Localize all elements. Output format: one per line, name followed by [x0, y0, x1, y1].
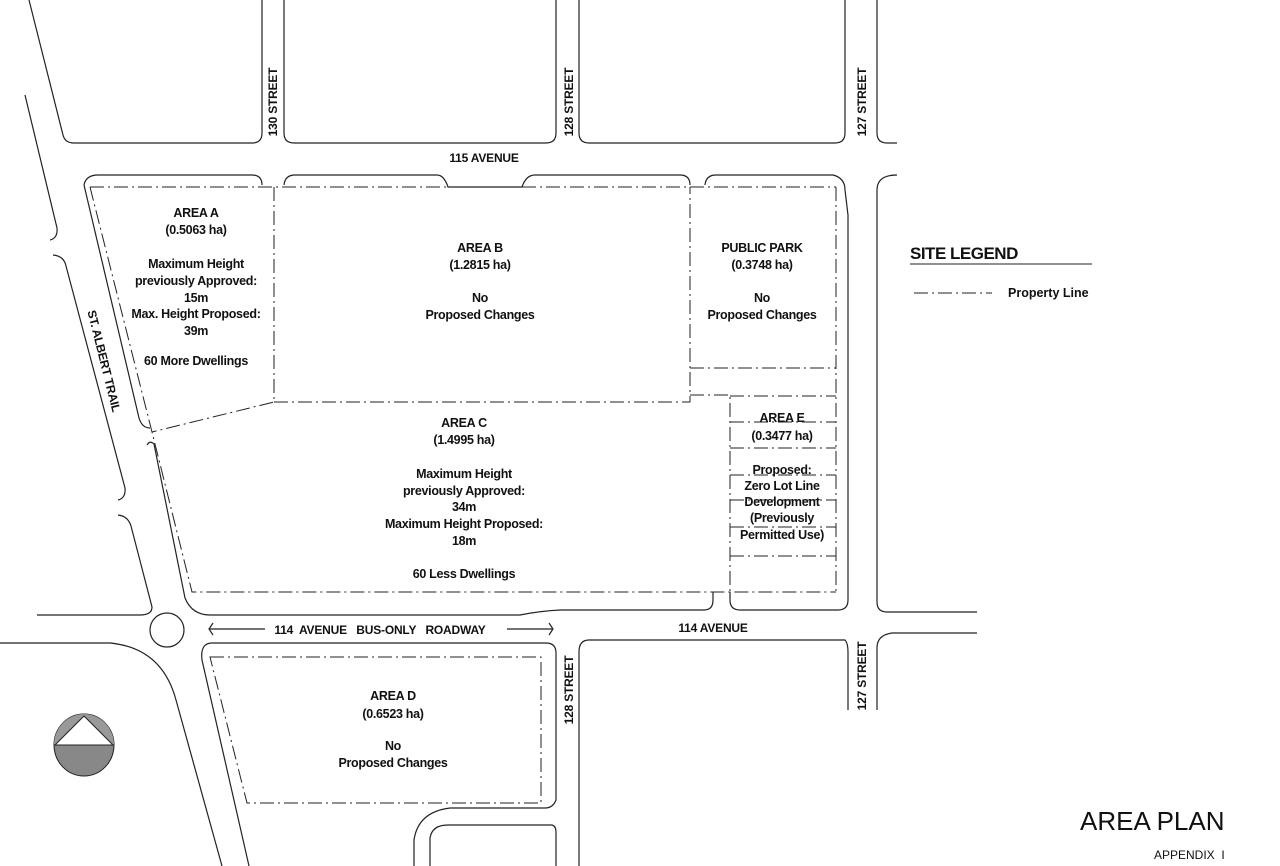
area-e-line: (Previously [750, 511, 814, 525]
area-label-a: AREA A (0.5063 ha) Maximum Height previousl… [131, 206, 260, 368]
area-a-line: (0.5063 ha) [165, 223, 226, 237]
area-c-line: AREA C [441, 416, 487, 430]
area-d-line: (0.6523 ha) [362, 707, 423, 721]
area-a-line: 60 More Dwellings [144, 354, 248, 368]
legend-item-property-line: Property Line [1008, 286, 1089, 300]
area-label-e: AREA E (0.3477 ha) Proposed: Zero Lot LineD… [740, 411, 824, 542]
street-label-bus-only-roadway: 114 AVENUE BUS-ONLY ROADWAY [274, 623, 485, 637]
area-park-line: PUBLIC PARK [721, 241, 802, 255]
area-c-line: Maximum Height [416, 467, 513, 481]
area-d-line: AREA D [370, 689, 416, 703]
area-park-line: No [754, 291, 771, 305]
bus-roadway-label: 114 AVENUE BUS-ONLY ROADWAY [208, 622, 554, 637]
area-c-line: 34m [452, 500, 476, 514]
area-e-line: Proposed: [752, 463, 811, 477]
area-b-line: Proposed Changes [425, 308, 534, 322]
area-a-line: Maximum Height [148, 257, 245, 271]
area-e-line: Zero Lot Line [744, 479, 820, 493]
area-c-line: 18m [452, 534, 476, 548]
area-d-line: No [385, 739, 402, 753]
plan-subtitle: APPENDIX I [1154, 848, 1225, 862]
area-a-line: previously Approved: [135, 274, 257, 288]
street-label-128-street-south: 128 STREET [562, 655, 576, 725]
area-label-c: AREA C (1.4995 ha) Maximum Height previousl… [385, 416, 543, 581]
legend-title: SITE LEGEND [910, 244, 1018, 263]
north-arrow-icon [53, 713, 115, 777]
area-b-line: AREA B [457, 241, 503, 255]
street-label-127-street-north: 127 STREET [855, 67, 869, 137]
area-c-line: 60 Less Dwellings [413, 567, 516, 581]
area-e-line: AREA E [760, 411, 805, 425]
street-label-128-street-north: 128 STREET [562, 67, 576, 137]
area-a-line: 15m [184, 291, 208, 305]
area-a-line: Max. Height Proposed: [131, 307, 260, 321]
street-label-114-avenue: 114 AVENUE [678, 621, 748, 635]
area-a-line: 39m [184, 324, 208, 338]
area-c-line: Maximum Height Proposed: [385, 517, 543, 531]
area-b-line: (1.2815 ha) [449, 258, 510, 272]
arrow-left-icon [208, 622, 265, 636]
area-park-line: (0.3748 ha) [731, 258, 792, 272]
plan-title: AREA PLAN [1080, 806, 1225, 836]
area-e-line: Permitted Use) [740, 528, 824, 542]
area-c-line: previously Approved: [403, 484, 525, 498]
area-park-line: Proposed Changes [707, 308, 816, 322]
street-label-127-street-south: 127 STREET [855, 641, 869, 711]
arrow-right-icon [507, 622, 554, 636]
area-c-line: (1.4995 ha) [433, 433, 494, 447]
area-labels: AREA A (0.5063 ha) Maximum Height previousl… [131, 206, 824, 770]
area-d-line: Proposed Changes [338, 756, 447, 770]
area-b-line: No [472, 291, 489, 305]
area-e-line: (0.3477 ha) [751, 429, 812, 443]
property-lines [89, 186, 837, 804]
street-label-130-street: 130 STREET [266, 67, 280, 137]
site-legend: SITE LEGEND Property Line [910, 244, 1092, 300]
road-curbs [0, 0, 977, 866]
area-e-line: Development [744, 495, 820, 509]
area-a-line: AREA A [173, 206, 218, 220]
street-label-115-avenue: 115 AVENUE [449, 151, 519, 165]
